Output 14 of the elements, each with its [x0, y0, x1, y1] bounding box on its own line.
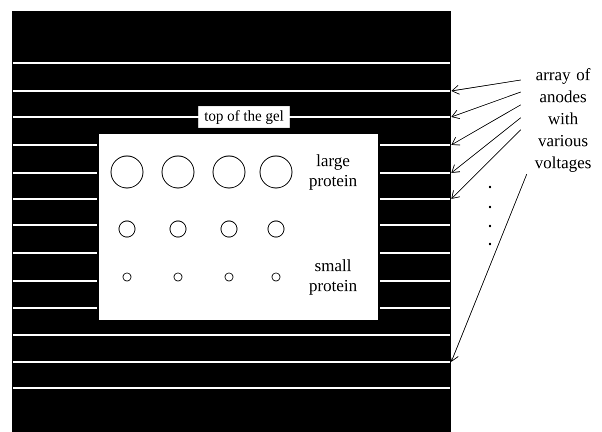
arrow: [451, 92, 522, 120]
arrow: [451, 80, 522, 95]
anode-line: [13, 62, 450, 64]
arrow: [451, 104, 522, 146]
arrow: [450, 174, 528, 362]
annotation-text: array of anodes with various voltages: [534, 68, 591, 172]
anode-line: [13, 334, 450, 336]
arrow: [451, 117, 522, 173]
protein-label: small protein: [309, 259, 357, 295]
anode-line: [13, 90, 450, 92]
arrow: [451, 129, 522, 199]
anode-line: [13, 387, 450, 389]
protein-label: large protein: [309, 154, 357, 190]
anode-line: [13, 361, 450, 363]
